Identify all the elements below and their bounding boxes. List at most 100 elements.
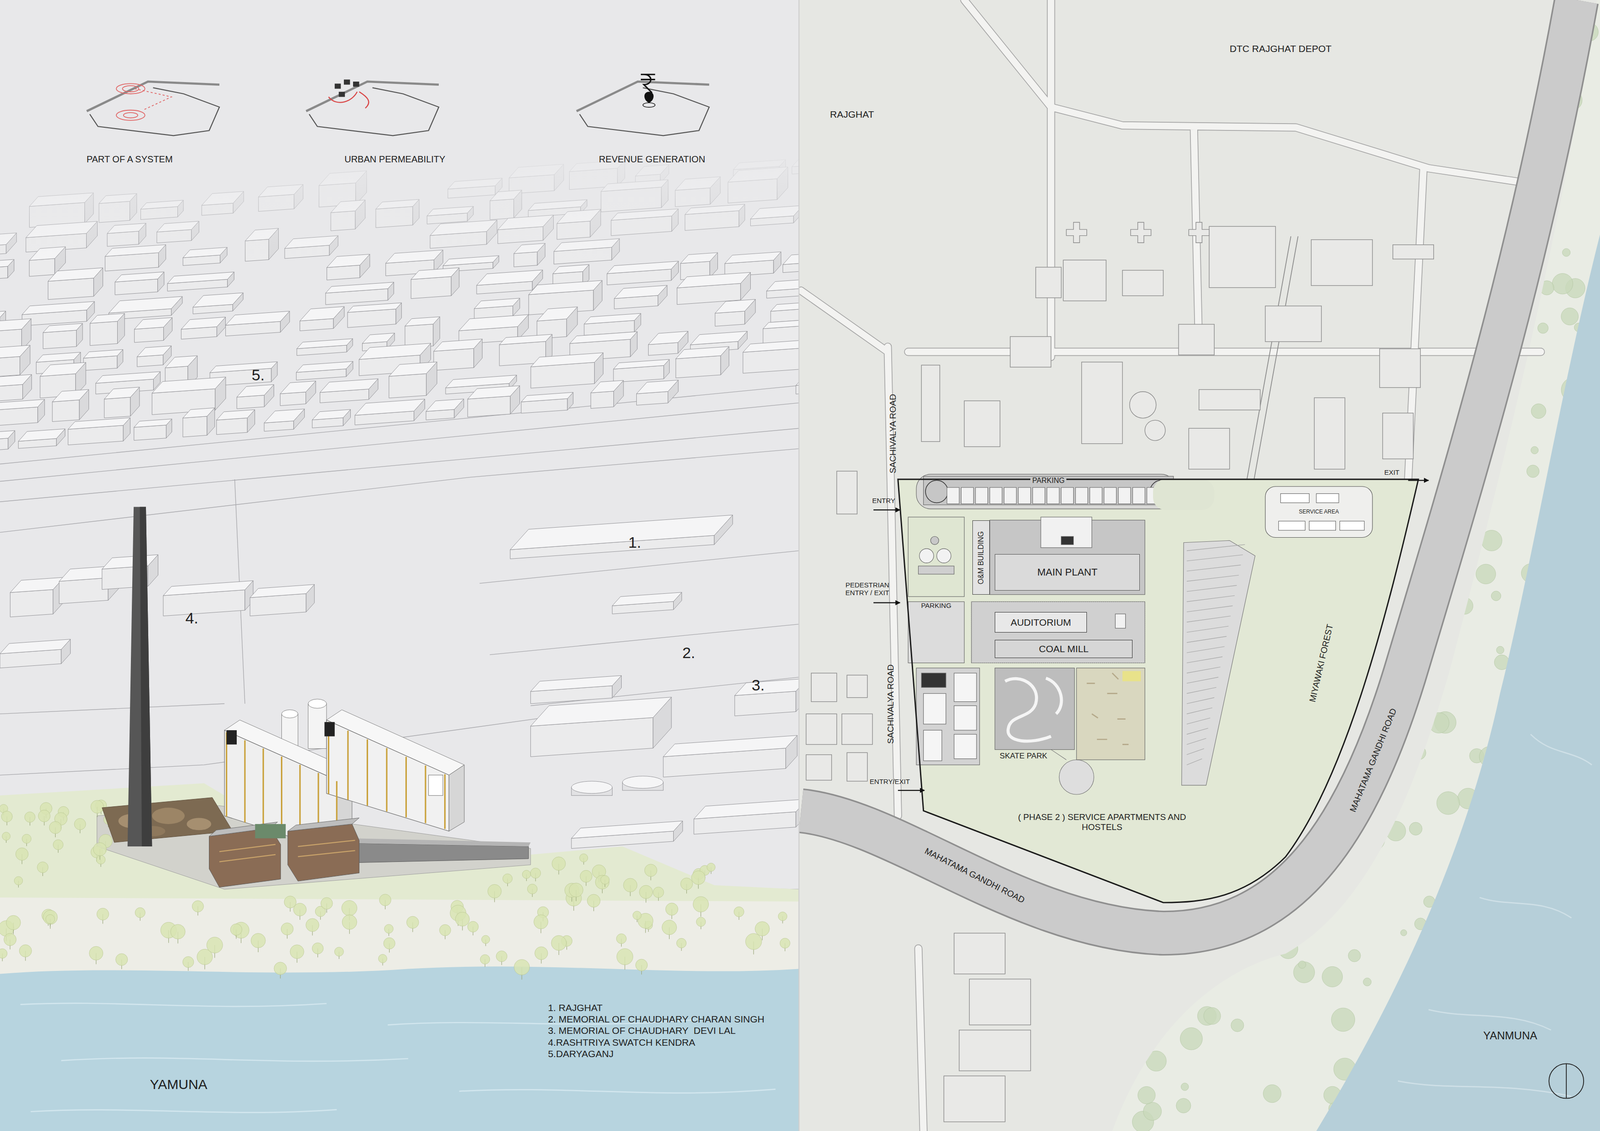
power-plant xyxy=(308,703,327,749)
tree xyxy=(4,933,17,946)
building-block xyxy=(0,438,9,452)
forest-canopy xyxy=(1531,403,1546,419)
horizon-fade xyxy=(0,152,800,265)
tree xyxy=(43,910,58,925)
tree xyxy=(676,938,686,948)
site-layout xyxy=(1340,521,1365,531)
tree xyxy=(1,810,13,822)
facade-frame xyxy=(366,739,369,806)
forest-canopy xyxy=(1280,99,1290,109)
building-block xyxy=(134,327,164,343)
north-arrow xyxy=(1548,1063,1584,1099)
access-arrows xyxy=(873,509,900,511)
tree xyxy=(661,919,677,935)
building-block xyxy=(510,514,733,550)
building-block xyxy=(528,280,603,295)
power-plant xyxy=(127,506,153,847)
forest-canopy xyxy=(1470,0,1481,7)
building-footprint xyxy=(954,933,1006,974)
tree xyxy=(378,954,388,964)
forest-canopy xyxy=(1141,186,1158,203)
concept-diagrams xyxy=(309,87,439,136)
tree xyxy=(595,875,609,889)
forest-canopy xyxy=(1438,280,1451,293)
forest-canopy xyxy=(1125,973,1145,994)
site-layout xyxy=(1153,479,1215,510)
site-layout xyxy=(1061,536,1074,545)
site-layout xyxy=(954,734,977,759)
building-footprint xyxy=(1379,348,1421,388)
storage-tank xyxy=(1129,391,1157,419)
roof-hatch xyxy=(1186,605,1233,612)
building-block xyxy=(571,820,683,839)
forest-canopy xyxy=(1442,73,1454,85)
tree xyxy=(19,944,32,957)
building-footprints xyxy=(805,222,1434,1123)
highway xyxy=(800,0,1577,934)
building-footprint xyxy=(841,713,873,745)
roof-hatch xyxy=(1186,707,1213,714)
tree xyxy=(644,864,657,877)
tree xyxy=(0,948,8,959)
building-block xyxy=(137,354,164,367)
roof-hatch xyxy=(1186,728,1209,735)
forest-canopy xyxy=(1444,397,1453,406)
storage-tank xyxy=(622,776,664,789)
forest-canopy xyxy=(1363,977,1372,987)
building-block xyxy=(296,361,354,373)
tree xyxy=(15,847,29,861)
building-block xyxy=(264,409,305,424)
building-block xyxy=(181,316,226,330)
tree xyxy=(580,870,593,883)
concept-diagrams xyxy=(306,81,439,112)
tree xyxy=(274,962,287,976)
tree xyxy=(754,921,770,937)
building-footprint xyxy=(836,471,858,515)
tree xyxy=(632,911,642,920)
forest-canopy xyxy=(1430,44,1439,53)
building-block xyxy=(236,384,274,398)
site-layout xyxy=(1040,517,1092,548)
access-arrows xyxy=(873,602,900,604)
tree xyxy=(635,959,648,972)
forest-canopy xyxy=(1143,1102,1162,1121)
storage-tank xyxy=(571,781,613,794)
building-block xyxy=(476,270,543,286)
forest-canopy xyxy=(1330,318,1341,329)
map-label: SKATE PARK xyxy=(999,751,1048,761)
concept-diagrams xyxy=(576,81,710,112)
building-footprint xyxy=(846,675,868,698)
facade-frame xyxy=(244,740,246,823)
tree xyxy=(616,948,634,966)
roof-hatch xyxy=(1186,646,1225,653)
tree xyxy=(290,945,304,959)
tree xyxy=(74,818,86,831)
tree xyxy=(52,839,63,850)
site-layout xyxy=(921,673,946,688)
concept-diagrams xyxy=(89,87,220,136)
roof-hatch xyxy=(1186,687,1217,694)
concept-diagrams xyxy=(116,83,146,94)
site-building: MAIN PLANT xyxy=(994,554,1140,592)
forest-canopy xyxy=(1390,2,1403,15)
building-footprint xyxy=(1081,362,1123,444)
tree xyxy=(639,885,653,899)
tree xyxy=(306,918,320,932)
concept-diagrams xyxy=(642,102,655,108)
tree xyxy=(24,811,36,823)
forest-canopy xyxy=(1180,1027,1203,1050)
tree xyxy=(569,883,584,898)
power-plant xyxy=(428,775,443,796)
roof-hatch xyxy=(1186,717,1211,724)
roof-hatch xyxy=(1186,575,1239,582)
building-block xyxy=(410,276,452,299)
power-plant xyxy=(448,764,465,832)
forest-canopy xyxy=(1143,319,1154,330)
storage-tank xyxy=(1144,420,1166,441)
building-label: PARKING xyxy=(1030,476,1067,485)
forest-canopy xyxy=(1526,465,1539,478)
callout-number: 2. xyxy=(682,644,696,662)
site-layout xyxy=(1115,613,1126,629)
tree xyxy=(514,959,530,976)
building-block xyxy=(467,396,511,418)
